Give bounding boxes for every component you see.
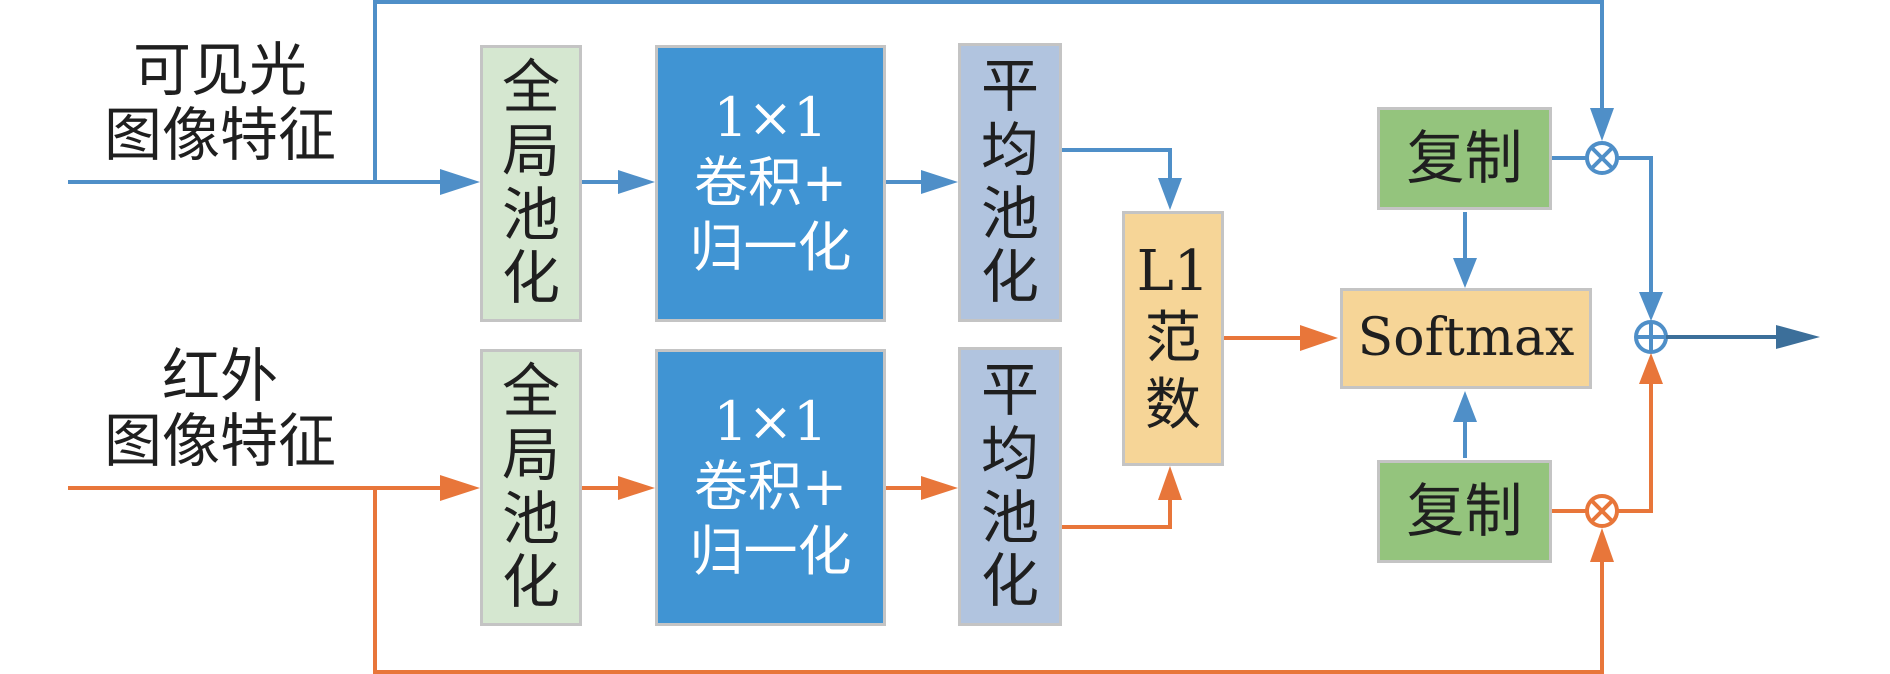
arrowhead-visible-to-gp bbox=[440, 169, 480, 195]
avg-pool-bottom-label: 平 均 池 化 bbox=[980, 355, 1039, 616]
avg-top-to-l1-line bbox=[1062, 148, 1172, 180]
global-pool-bottom: 全 局 池 化 bbox=[480, 349, 582, 626]
multiply-bottom-to-sum-line bbox=[1616, 382, 1653, 513]
global-pool-bottom-label: 全 局 池 化 bbox=[501, 356, 560, 617]
arrowhead-copy-top-to-softmax bbox=[1453, 258, 1477, 288]
visible-feature-label: 可见光 图像特征 bbox=[103, 36, 336, 169]
infrared-skip-line bbox=[373, 488, 1604, 674]
avg-pool-top-label: 平 均 池 化 bbox=[980, 51, 1039, 312]
arrowhead-gp-to-conv-bottom bbox=[618, 476, 655, 500]
conv-norm-top-label: 1×1 卷积+ 归一化 bbox=[689, 86, 852, 279]
copy-box-top: 复制 bbox=[1377, 107, 1552, 210]
visible-skip-line bbox=[373, 0, 1604, 182]
avg-bottom-to-l1-line bbox=[1062, 500, 1172, 529]
arrowhead-conv-to-avg-top bbox=[921, 170, 958, 194]
arrowhead-multiply-to-sum bbox=[1639, 292, 1663, 321]
arrowhead-skip-to-multiply bbox=[1590, 108, 1614, 141]
copy-box-bottom: 复制 bbox=[1377, 460, 1552, 563]
multiply-bottom-icon bbox=[1585, 494, 1619, 528]
arrowhead-avg-bottom-to-l1 bbox=[1158, 466, 1182, 500]
arrowhead-conv-to-avg-bottom bbox=[921, 476, 958, 500]
arrowhead-copy-bottom-to-softmax bbox=[1453, 391, 1477, 422]
arrowhead-multiply-bottom-to-sum bbox=[1639, 353, 1663, 384]
arrowhead-infrared-to-gp bbox=[440, 475, 480, 501]
multiply-top-to-sum-line bbox=[1616, 156, 1653, 298]
arrowhead-gp-to-conv-top bbox=[618, 170, 655, 194]
l1-norm-label: L1 范 数 bbox=[1136, 238, 1210, 439]
copy-top-label: 复制 bbox=[1406, 124, 1523, 193]
arrowhead-l1-to-softmax bbox=[1300, 325, 1338, 351]
avg-pool-bottom: 平 均 池 化 bbox=[958, 347, 1062, 626]
arrowhead-skip-to-multiply-bottom bbox=[1590, 528, 1614, 562]
conv-norm-bottom: 1×1 卷积+ 归一化 bbox=[655, 349, 886, 626]
output-arrowhead bbox=[1776, 325, 1820, 349]
l1-norm-box: L1 范 数 bbox=[1122, 211, 1224, 466]
arrowhead-avg-to-l1 bbox=[1158, 178, 1182, 210]
copy-bottom-label: 复制 bbox=[1406, 477, 1523, 546]
softmax-label: Softmax bbox=[1357, 308, 1575, 369]
multiply-top-icon bbox=[1585, 141, 1619, 175]
conv-norm-bottom-label: 1×1 卷积+ 归一化 bbox=[689, 390, 852, 583]
conv-norm-top: 1×1 卷积+ 归一化 bbox=[655, 45, 886, 322]
global-pool-top-label: 全 局 池 化 bbox=[501, 52, 560, 313]
avg-pool-top: 平 均 池 化 bbox=[958, 43, 1062, 322]
global-pool-top: 全 局 池 化 bbox=[480, 45, 582, 322]
softmax-box: Softmax bbox=[1340, 288, 1592, 389]
infrared-feature-label: 红外 图像特征 bbox=[103, 342, 336, 475]
